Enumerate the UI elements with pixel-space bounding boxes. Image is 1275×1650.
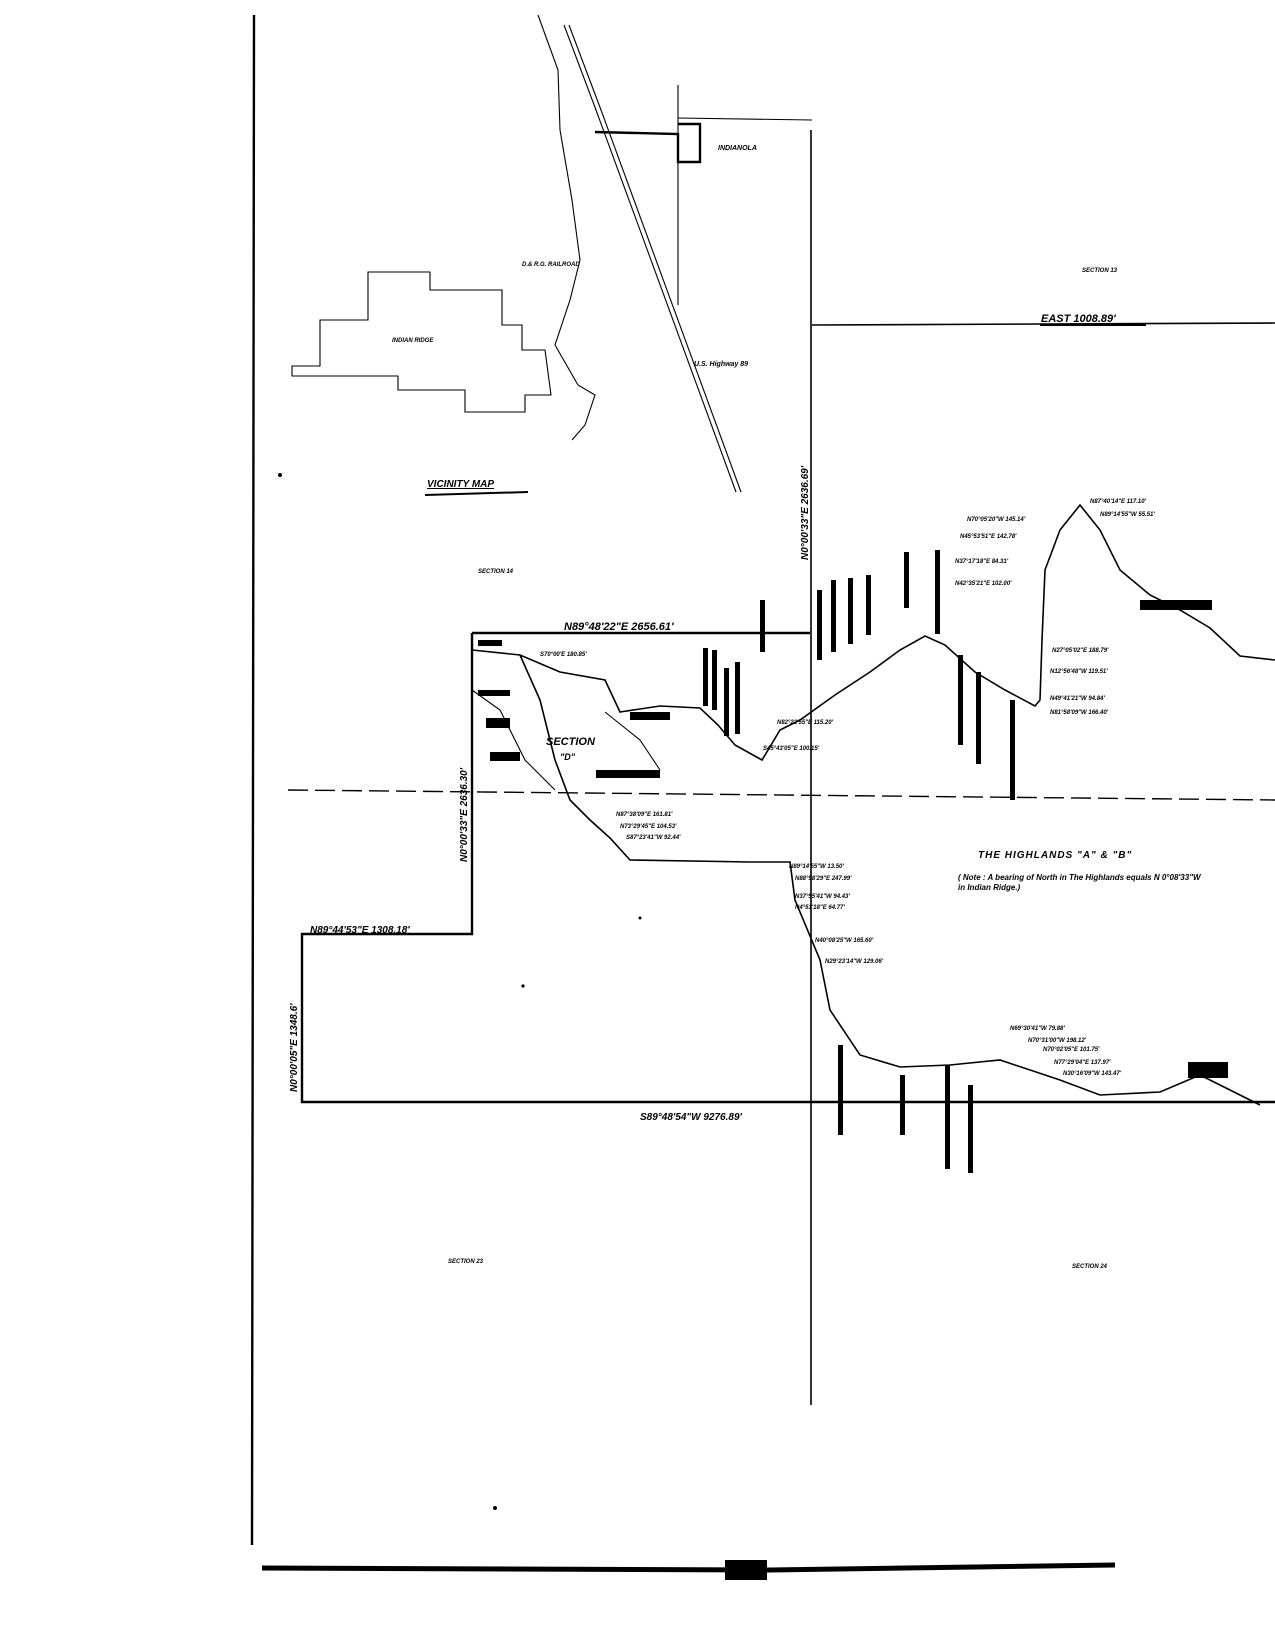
railroad-label: D.& R.G. RAILROAD [522, 262, 580, 268]
reservation-label: INDIAN RIDGE [392, 338, 434, 344]
subdivision-note-box: ( Note : A bearing of North in The Highl… [958, 873, 1201, 892]
vicinity-map-title: VICINITY MAP [427, 479, 494, 490]
course-call: N45°53'51"E 142.78' [960, 534, 1017, 540]
course-call: N42°35'21"E 102.00' [955, 581, 1012, 587]
scan-speck [521, 984, 525, 988]
rotated-call-block [866, 575, 871, 635]
dense-call-block [486, 718, 510, 728]
east-vertical-call: N0°00'33"E 2636.69' [800, 465, 811, 560]
rotated-call-block [976, 672, 981, 764]
course-call: N12°56'48"W 119.51' [1050, 669, 1108, 675]
course-call: S87°23'41"W 92.44' [626, 835, 681, 841]
inner-section-letter: "D" [560, 752, 576, 762]
rotated-call-blocks [478, 550, 1228, 1173]
section-14-label: SECTION 14 [478, 569, 514, 575]
railroad-line [537, 14, 596, 441]
rotated-call-block [1010, 700, 1015, 800]
rotated-call-block [735, 662, 740, 734]
inner-tie-line [604, 711, 661, 771]
left-margin-line [250, 14, 256, 1546]
dense-call-block [630, 712, 670, 720]
rotated-call-block [935, 550, 940, 634]
rotated-call-block [712, 650, 717, 710]
rotated-call-block [724, 668, 729, 736]
scan-speck [493, 1506, 497, 1510]
scan-speck [278, 473, 282, 477]
course-call: N77°29'04"E 137.97' [1054, 1060, 1111, 1066]
course-call: N69°30'41"W 79.88' [1010, 1026, 1065, 1032]
course-call: N70°05'20"W 145.14' [967, 517, 1026, 523]
dense-call-block [490, 752, 520, 761]
course-call: N81°58'09"W 166.40' [1050, 710, 1109, 716]
subdivision-note: ( Note : A bearing of North in The Highl… [958, 873, 1201, 892]
dense-call-block [596, 770, 660, 778]
subdivision-boundary [300, 631, 1275, 1104]
bottom-margin-rule [261, 1562, 1116, 1573]
inner-section-loop [519, 654, 1261, 1106]
course-call: N49°41'21"W 94.84' [1050, 696, 1105, 702]
section-line-horizontal [287, 789, 1275, 801]
section-13-label: SECTION 13 [1082, 268, 1118, 274]
rotated-call-block [848, 578, 853, 644]
rotated-call-block [703, 648, 708, 706]
course-call: S45°43'05"E 100.15' [763, 746, 820, 752]
course-call: N29°23'14"W 129.06' [825, 959, 884, 965]
step-line-call: N89°44'53"E 1308.18' [310, 925, 410, 936]
rotated-call-block [900, 1075, 905, 1135]
rotated-call-block [945, 1065, 950, 1169]
inner-section-label: SECTION [546, 736, 596, 748]
course-call: N37°55'41"W 94.43' [795, 894, 850, 900]
meander-boundary [471, 503, 1275, 762]
highway-label: U.S. Highway 89 [694, 361, 748, 368]
dense-call-block [478, 690, 510, 696]
course-calls: S70°00'E 180.85' N87°40'14"E 117.10' N89… [540, 499, 1155, 1077]
north-line-call: N89°48'22"E 2656.61' [564, 621, 674, 633]
course-call: N4°51'18"E 64.77' [795, 905, 845, 911]
course-call: N70°31'00"W 198.12' [1028, 1038, 1087, 1044]
course-call: N70°02'05"E 101.75' [1043, 1047, 1100, 1053]
course-call: N88°58'29"E 247.99' [795, 876, 852, 882]
course-call: N87°40'14"E 117.10' [1090, 499, 1147, 505]
west-tie-line [471, 689, 556, 791]
scan-speck [638, 916, 642, 920]
section-23-label: SECTION 23 [448, 1259, 484, 1265]
course-call: N89°14'55"W 55.51' [1100, 512, 1155, 518]
dense-call-block [1188, 1062, 1228, 1078]
subdivision-name: THE HIGHLANDS "A" & "B" [978, 850, 1132, 861]
section-24-label: SECTION 24 [1072, 1264, 1108, 1270]
vicinity-title-underline [424, 491, 529, 496]
rotated-call-block [831, 580, 836, 652]
dense-call-block [478, 640, 502, 646]
vicinity-map: INDIANOLA D.& R.G. RAILROAD U.S. Highway… [291, 14, 813, 496]
course-call: S70°00'E 180.85' [540, 652, 587, 658]
west-lower-call: N0°00'05"E 1348.6' [289, 1003, 300, 1092]
east-top-call: EAST 1008.89' [1041, 313, 1116, 325]
indian-ridge-outline [291, 271, 552, 413]
rotated-call-block [817, 590, 822, 660]
course-call: N82°22'55"E 115.20' [777, 720, 834, 726]
rotated-call-block [838, 1045, 843, 1135]
course-call: N73°29'45"E 104.53' [620, 824, 677, 830]
rotated-call-block [760, 600, 765, 652]
dense-call-block [1140, 600, 1212, 610]
rotated-call-block [904, 552, 909, 608]
course-call: N30°16'09"W 143.47' [1063, 1071, 1122, 1077]
highway-line-b [568, 24, 742, 493]
course-call: N27°05'02"E 188.79' [1052, 648, 1109, 654]
rotated-call-block [968, 1085, 973, 1173]
course-call: N40°08'25"W 165.60' [815, 938, 874, 944]
course-call: N89°14'55"W 13.50' [789, 864, 844, 870]
course-call: N87°38'09"E 161.81' [616, 812, 673, 818]
highway-line-a [563, 24, 737, 493]
bottom-scan-mark [725, 1560, 767, 1580]
course-call: N37°17'18"E 84.31' [955, 559, 1009, 565]
west-upper-call: N0°00'33"E 2636.30' [459, 767, 470, 862]
south-line-call: S89°48'54"W 9276.89' [640, 1112, 743, 1123]
north-road [677, 117, 813, 121]
indianola-road [594, 122, 702, 164]
rotated-call-block [958, 655, 963, 745]
indianola-label: INDIANOLA [718, 145, 757, 152]
